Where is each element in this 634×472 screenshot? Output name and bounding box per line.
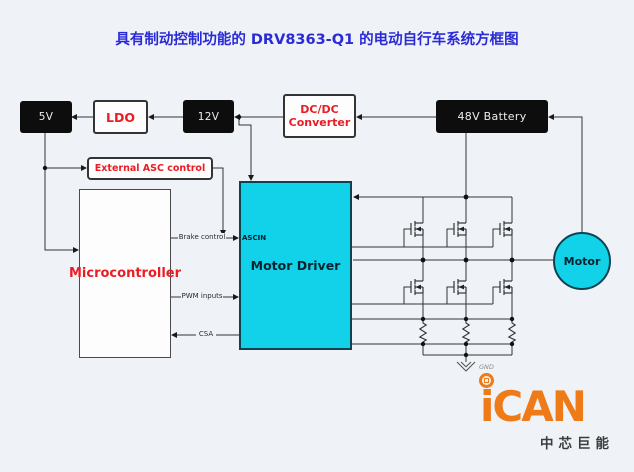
dcdc-label-line1: DC/DC — [300, 102, 339, 116]
microcontroller-label: Microcontroller — [68, 266, 182, 281]
sense-resistor — [508, 318, 516, 345]
label-pwm-inputs: PWM inputs — [181, 292, 223, 301]
label-csa: CSA — [196, 330, 216, 339]
block-ldo-label: LDO — [106, 109, 135, 125]
nmos-transistor — [453, 278, 467, 296]
logo-subtitle: 中芯巨能 — [540, 436, 614, 452]
motor-driver-label: Motor Driver — [250, 258, 341, 273]
diagram-title: 具有制动控制功能的 DRV8363-Q1 的电动自行车系统方框图 — [115, 32, 519, 48]
sense-resistor — [462, 318, 470, 345]
block-12v-label: 12V — [197, 110, 220, 123]
block-5v: 5V — [20, 101, 72, 133]
label-brake-control: Brake control — [178, 233, 226, 242]
block-dcdc-converter: DC/DC Converter — [283, 94, 356, 138]
logo-wordmark: iCAN — [480, 382, 587, 431]
logo-ring-core-icon — [484, 378, 489, 383]
block-12v: 12V — [183, 100, 234, 133]
external-asc-label: External ASC control — [94, 163, 206, 174]
block-microcontroller: Microcontroller — [69, 189, 181, 358]
nmos-transistor — [499, 278, 513, 296]
nmos-bridge — [410, 220, 513, 296]
nmos-transistor — [410, 220, 424, 238]
block-48v-battery: 48V Battery — [436, 100, 548, 133]
block-motor: Motor — [553, 232, 611, 290]
block-5v-label: 5V — [38, 111, 54, 123]
nmos-transistor — [453, 220, 467, 238]
block-external-asc-control: External ASC control — [87, 157, 213, 180]
pin-label-ascin: ASCIN — [242, 234, 267, 242]
motor-label: Motor — [563, 254, 601, 268]
dcdc-label-line2: Converter — [288, 116, 351, 129]
block-motor-driver: Motor Driver — [239, 181, 352, 350]
sense-resistors — [419, 318, 516, 345]
nmos-transistor — [499, 220, 513, 238]
block-ldo: LDO — [93, 100, 148, 134]
gnd-symbol — [456, 361, 476, 372]
sense-resistor — [419, 318, 427, 345]
label-gnd: GND — [479, 363, 494, 371]
logo-ring-icon — [479, 373, 494, 388]
battery-label: 48V Battery — [457, 110, 527, 123]
nmos-transistor — [410, 278, 424, 296]
